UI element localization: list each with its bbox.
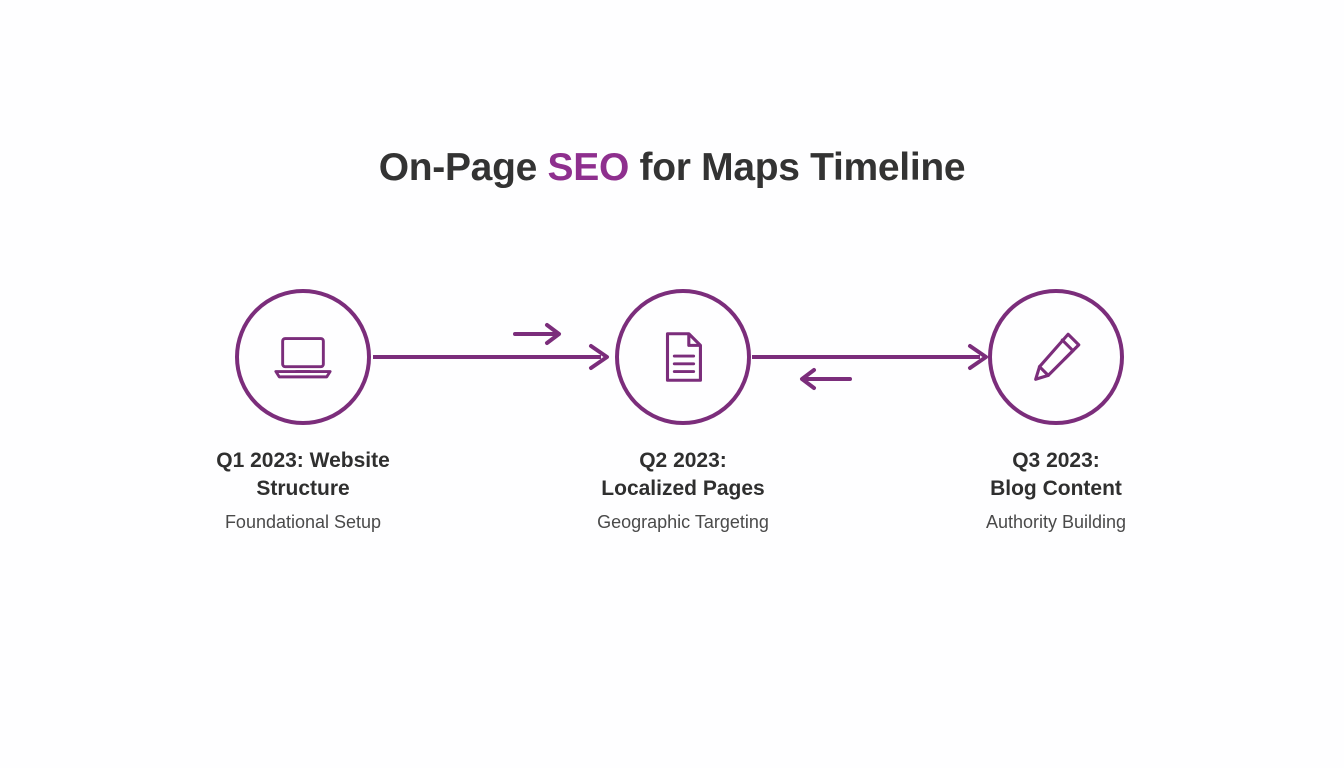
timeline-node-q3[interactable] — [988, 289, 1124, 425]
title-accent-seo: SEO — [547, 146, 630, 189]
node-circle — [988, 289, 1124, 425]
node-subtitle: Foundational Setup — [224, 512, 382, 532]
timeline-label-q3: Q3 2023: Blog Content Authority Building — [906, 447, 1206, 535]
pencil-icon — [1034, 332, 1081, 381]
title-text-after: for Maps Timeline — [628, 146, 966, 189]
laptop-icon — [274, 337, 332, 379]
node-title-line1: Q2 2023: — [639, 449, 727, 472]
node-title-line2: Localized Pages — [601, 477, 765, 500]
node-circle — [235, 289, 371, 425]
connector-secondary-arrowhead — [545, 323, 561, 345]
node-title-line2: Structure — [256, 477, 350, 500]
timeline-connector-1-2 — [373, 297, 613, 417]
timeline-label-q1: Q1 2023: Website Structure Foundational … — [153, 447, 453, 535]
connector-main-arrowhead — [589, 344, 609, 370]
timeline-label-q2: Q2 2023: Localized Pages Geographic Targ… — [533, 447, 833, 535]
node-title-line1: Q1 2023: Website — [216, 449, 390, 472]
node-circle — [615, 289, 751, 425]
timeline-node-q2[interactable] — [615, 289, 751, 425]
node-title-line1: Q3 2023: — [1012, 449, 1100, 472]
node-title-line2: Blog Content — [990, 477, 1122, 500]
connector-main-arrowhead — [968, 344, 988, 370]
document-icon — [665, 332, 702, 382]
connector-secondary-arrowhead — [800, 368, 816, 390]
node-subtitle: Geographic Targeting — [597, 512, 769, 532]
page-title: On-Page SEO for Maps Timeline — [0, 146, 1344, 190]
node-subtitle: Authority Building — [985, 512, 1127, 532]
timeline-node-q1[interactable] — [235, 289, 371, 425]
title-text-before: On-Page — [378, 146, 548, 189]
timeline-connector-2-3 — [752, 297, 994, 417]
